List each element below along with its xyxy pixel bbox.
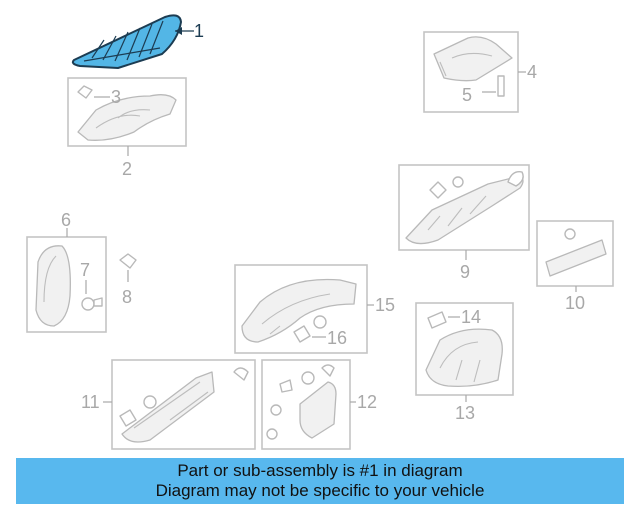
callout-6[interactable]: 6 xyxy=(61,210,71,230)
callout-3[interactable]: 3 xyxy=(111,87,121,107)
callout-8[interactable]: 8 xyxy=(122,287,132,307)
banner-line-2: Diagram may not be specific to your vehi… xyxy=(155,481,485,500)
callout-13[interactable]: 13 xyxy=(455,403,475,423)
part-16-clip xyxy=(293,325,311,343)
part-2-bracket xyxy=(77,94,177,141)
box-part-12 xyxy=(261,359,351,450)
box-parts-13-14 xyxy=(415,302,514,396)
box-parts-2-3 xyxy=(67,77,187,147)
part-4-lid xyxy=(433,36,513,82)
callout-15[interactable]: 15 xyxy=(375,295,395,315)
part-3-clip-shape xyxy=(77,85,93,99)
callout-5[interactable]: 5 xyxy=(462,85,472,105)
part-15-panel xyxy=(241,278,357,343)
callout-12[interactable]: 12 xyxy=(357,392,377,412)
info-banner: Part or sub-assembly is #1 in diagram Di… xyxy=(16,458,624,504)
callout-11[interactable]: 11 xyxy=(81,392,100,412)
callout-1[interactable]: 1 xyxy=(194,21,204,41)
part-1-highlighted[interactable] xyxy=(71,14,182,69)
callout-4[interactable]: 4 xyxy=(527,62,537,82)
callout-7[interactable]: 7 xyxy=(80,260,90,280)
callout-14[interactable]: 14 xyxy=(461,307,481,327)
part-10-strip xyxy=(545,239,607,277)
box-part-9 xyxy=(398,164,530,251)
callout-10[interactable]: 10 xyxy=(565,293,585,313)
box-parts-15-16 xyxy=(234,264,368,354)
parts-diagram: 1 3 2 5 4 6 7 8 9 10 16 15 xyxy=(26,14,614,450)
part-11-lower-panel xyxy=(121,371,215,443)
box-part-11 xyxy=(111,359,256,450)
part-6-cover xyxy=(35,245,71,327)
part-10-clip xyxy=(564,228,576,240)
arrow-1 xyxy=(175,27,182,35)
part-12-trim xyxy=(299,381,337,439)
part-7-screw xyxy=(81,297,95,311)
box-part-10 xyxy=(536,220,614,287)
part-8-clip xyxy=(119,253,137,269)
callout-16[interactable]: 16 xyxy=(327,328,347,348)
callout-9[interactable]: 9 xyxy=(460,262,470,282)
part-14-clip xyxy=(427,311,447,329)
part-5-clip xyxy=(497,75,505,97)
callout-2[interactable]: 2 xyxy=(122,159,132,179)
part-9-bezel xyxy=(405,175,524,245)
banner-line-1: Part or sub-assembly is #1 in diagram xyxy=(177,461,463,480)
part-13-cluster xyxy=(425,328,503,388)
